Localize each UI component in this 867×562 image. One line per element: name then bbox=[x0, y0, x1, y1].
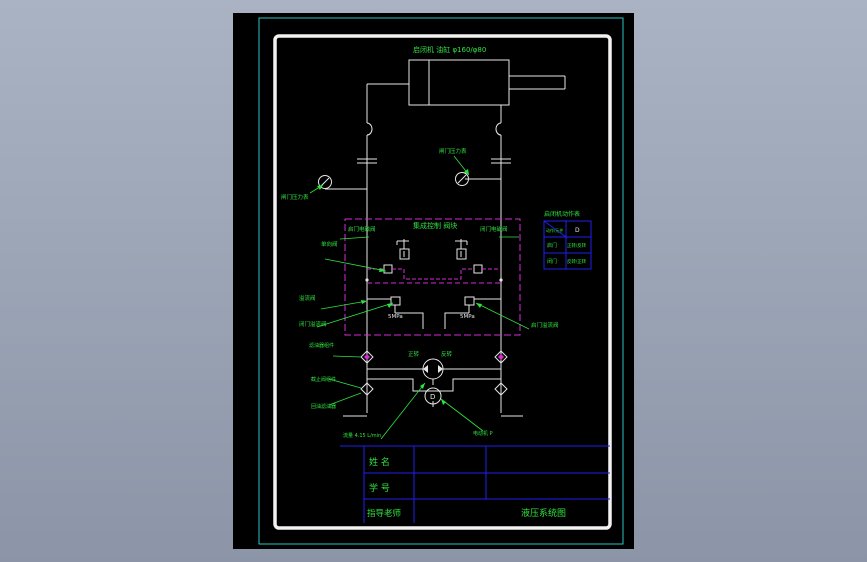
label-gauge-left: 闸门压力表 bbox=[281, 193, 309, 201]
filter-right-lower bbox=[494, 382, 508, 396]
label-motor: 电动机 P bbox=[473, 430, 493, 437]
pump-arrows bbox=[423, 365, 443, 373]
title-block-id-label: 学 号 bbox=[369, 482, 390, 494]
outer-frame bbox=[258, 17, 624, 545]
drawing-sheet: 启闭机 油缸 φ160/φ80 bbox=[233, 13, 634, 549]
title-block-advisor-label: 指导老师 bbox=[367, 508, 402, 519]
label-cv-left: 启门电磁阀 bbox=[348, 225, 376, 233]
label-relief-left: 溢流阀 bbox=[299, 294, 316, 302]
inner-frame bbox=[273, 34, 612, 530]
action-table-title: 启闭机动作表 bbox=[544, 210, 580, 218]
action-table bbox=[543, 220, 592, 270]
check-valve-right bbox=[473, 264, 483, 274]
label-pump-reverse: 反转 bbox=[441, 350, 453, 358]
hose-couplings bbox=[366, 122, 502, 136]
filter-markers bbox=[364, 354, 504, 360]
relief-valve-left bbox=[367, 296, 424, 329]
title-block-drawing-title: 液压系统图 bbox=[521, 507, 566, 519]
filter-right-upper bbox=[494, 350, 508, 364]
label-gauge-right: 闸门压力表 bbox=[439, 147, 467, 155]
junction-dots bbox=[365, 278, 503, 282]
title-block-name-label: 姓 名 bbox=[369, 456, 390, 468]
electric-motor bbox=[424, 387, 442, 405]
check-valve-left bbox=[383, 264, 393, 274]
label-filter-2: 截止阀组件 bbox=[311, 376, 336, 383]
label-cv-right: 闭门电磁阀 bbox=[480, 225, 508, 233]
hydraulic-diagram: 启闭机 油缸 φ160/φ80 bbox=[258, 17, 624, 545]
pressure-gauge-right bbox=[455, 172, 469, 186]
filter-left-upper bbox=[360, 350, 374, 364]
motor-letter: D bbox=[430, 393, 435, 401]
directional-valve-right bbox=[455, 239, 468, 260]
action-table-row-1-label: 启门 bbox=[547, 242, 557, 249]
label-pump-forward: 正转 bbox=[408, 350, 420, 358]
pressure-label-right: 5MPa bbox=[460, 314, 475, 320]
directional-valve-left bbox=[396, 239, 410, 260]
label-relief-right: 启门溢流阀 bbox=[531, 321, 559, 329]
main-pipes bbox=[331, 135, 511, 413]
action-table-row-2-value: 反转/正转 bbox=[567, 258, 587, 265]
cabinet-title: 集成控制 阀块 bbox=[413, 221, 457, 230]
callout-arrowheads bbox=[317, 169, 482, 405]
pressure-gauge-left bbox=[318, 175, 332, 190]
label-check: 单向阀 bbox=[321, 240, 338, 248]
action-table-header-0: 动作/元件 bbox=[546, 227, 563, 233]
title-block bbox=[340, 445, 610, 523]
action-table-row-1-value: 正转/反转 bbox=[567, 242, 587, 249]
action-table-header-1: D bbox=[575, 227, 580, 234]
pilot-lines bbox=[367, 268, 501, 280]
hydraulic-cylinder bbox=[366, 59, 566, 123]
action-table-row-2-label: 闭门 bbox=[547, 258, 557, 265]
label-filter-3: 回油滤油器 bbox=[311, 403, 336, 410]
pressure-label-left: 5MPa bbox=[388, 314, 403, 320]
label-pump-flow: 流量 4.15 L/min bbox=[343, 432, 381, 439]
relief-valve-right bbox=[444, 296, 501, 329]
cylinder-title: 启闭机 油缸 φ160/φ80 bbox=[413, 45, 486, 54]
control-cabinet bbox=[344, 218, 521, 336]
callout-lines bbox=[309, 155, 530, 440]
filter-left-lower bbox=[360, 382, 374, 396]
label-filter-1: 滤油器组件 bbox=[309, 342, 334, 349]
label-relief-bottom-left: 闭门溢流阀 bbox=[299, 320, 327, 328]
